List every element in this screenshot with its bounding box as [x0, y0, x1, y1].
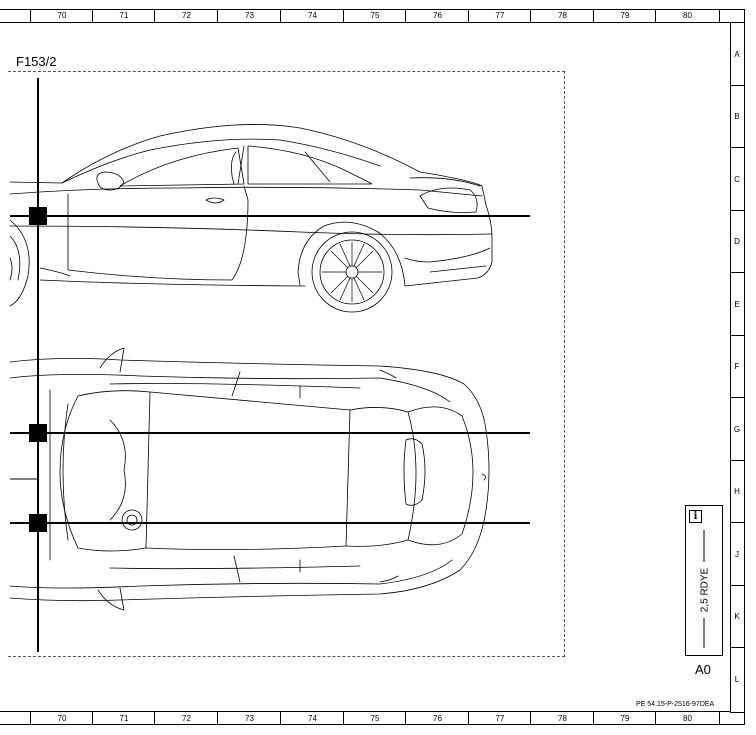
- wire-label: 2,5 RDYE: [699, 567, 711, 613]
- column-ruler-bottom: 70 71 72 73 74 75 76 77 78 79 80: [0, 712, 730, 725]
- column-label: 80: [655, 712, 720, 725]
- column-label: 76: [405, 9, 469, 22]
- frame-right-outer: [744, 9, 745, 725]
- ground-label: A0: [695, 662, 711, 677]
- frame-right-inner: [730, 22, 731, 712]
- info-icon[interactable]: i: [689, 510, 702, 523]
- column-label: 78: [530, 712, 594, 725]
- column-label: 76: [405, 712, 469, 725]
- column-label: 71: [92, 9, 155, 22]
- column-label: 77: [468, 712, 531, 725]
- column-ruler-top: 70 71 72 73 74 75 76 77 78 79 80: [0, 9, 730, 22]
- wiring-lines: [10, 78, 530, 652]
- column-label: 78: [530, 9, 594, 22]
- column-label: 80: [655, 9, 720, 22]
- connector-node-upper: [29, 207, 47, 225]
- column-label: 74: [280, 9, 344, 22]
- column-label: 72: [154, 9, 218, 22]
- column-label: 74: [280, 712, 344, 725]
- vehicle-side-view: [9, 124, 493, 313]
- column-label: 72: [154, 712, 218, 725]
- section-label: F153/2: [16, 54, 57, 69]
- column-label: 79: [593, 9, 656, 22]
- row-label: J: [730, 522, 744, 586]
- row-label: L: [730, 647, 744, 713]
- row-label: G: [730, 397, 744, 461]
- row-label: H: [730, 460, 744, 523]
- column-label: 77: [468, 9, 531, 22]
- connector-node-middle: [29, 424, 47, 442]
- column-label: 73: [217, 712, 281, 725]
- row-label: A: [730, 22, 744, 86]
- wiring-connectors: [29, 207, 47, 532]
- row-label: B: [730, 85, 744, 148]
- column-label: 70: [30, 712, 93, 725]
- document-id: PE 54.15-P-2516-97DEA: [636, 701, 715, 708]
- vehicle-view-frame: [8, 71, 565, 657]
- row-label: D: [730, 210, 744, 273]
- row-label: C: [730, 147, 744, 211]
- column-label: 75: [343, 9, 406, 22]
- frame-top-outer: [0, 9, 745, 10]
- column-label: 75: [343, 712, 406, 725]
- column-label: 79: [593, 712, 656, 725]
- frame-bottom-outer: [0, 724, 745, 725]
- row-label: K: [730, 585, 744, 648]
- row-label: E: [730, 272, 744, 336]
- row-ruler-right: A B C D E F G H J K L: [730, 22, 744, 713]
- wire-legend-box: [685, 505, 723, 656]
- vehicle-top-view: [9, 347, 490, 611]
- frame-top-inner: [0, 22, 731, 23]
- row-label: F: [730, 335, 744, 398]
- frame-bottom-inner: [0, 711, 731, 712]
- connector-node-lower: [29, 514, 47, 532]
- column-label: 70: [30, 9, 93, 22]
- column-label: 71: [92, 712, 155, 725]
- column-label: 73: [217, 9, 281, 22]
